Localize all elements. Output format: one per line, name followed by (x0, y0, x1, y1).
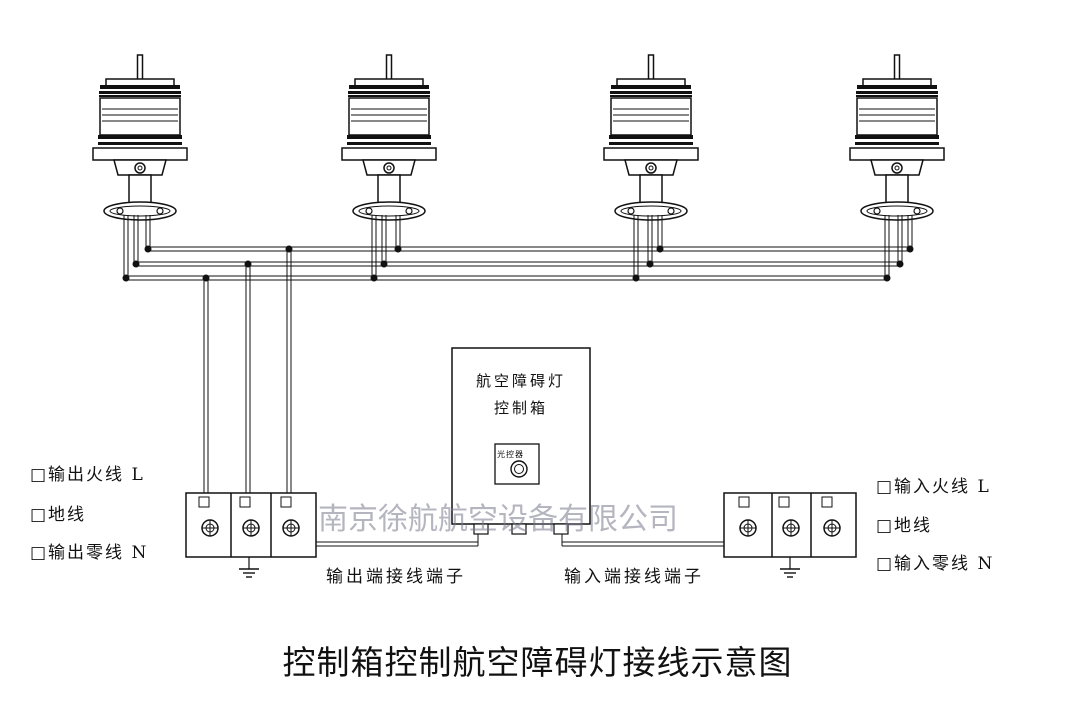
box-terminal-wires (316, 534, 724, 547)
company-watermark: 南京徐航航空设备有限公司 (318, 502, 678, 537)
output-terminal-label: 输出端接线端子 (326, 567, 466, 587)
output-terminal-block (185, 492, 317, 578)
output-live-legend: □输出火线 L (30, 465, 145, 485)
obstruction-lamp-2 (341, 54, 437, 221)
cable-glands (473, 523, 569, 535)
control-box-title-line2: 控制箱 (493, 399, 548, 417)
sensor-label: 光控器 (497, 450, 524, 459)
bus-wires (126, 246, 912, 281)
input-ground-legend: □地线 (876, 516, 933, 536)
obstruction-lamp-3 (603, 54, 699, 221)
obstruction-lamp-4 (849, 54, 945, 221)
input-terminal-block (723, 492, 857, 578)
output-neutral-legend: □输出零线 N (30, 543, 149, 563)
control-box-title-line1: 航空障碍灯 (475, 372, 566, 390)
input-terminal-label: 输入端接线端子 (564, 567, 704, 587)
feed-wires (203, 249, 292, 497)
output-ground-legend: □地线 (30, 505, 87, 525)
input-live-legend: □输入火线 L (876, 477, 991, 497)
input-neutral-legend: □输入零线 N (876, 554, 995, 574)
obstruction-lamp-1 (92, 54, 188, 221)
junction-dots (122, 245, 914, 282)
control-box (451, 347, 591, 525)
diagram-title: 控制箱控制航空障碍灯接线示意图 (282, 643, 793, 682)
